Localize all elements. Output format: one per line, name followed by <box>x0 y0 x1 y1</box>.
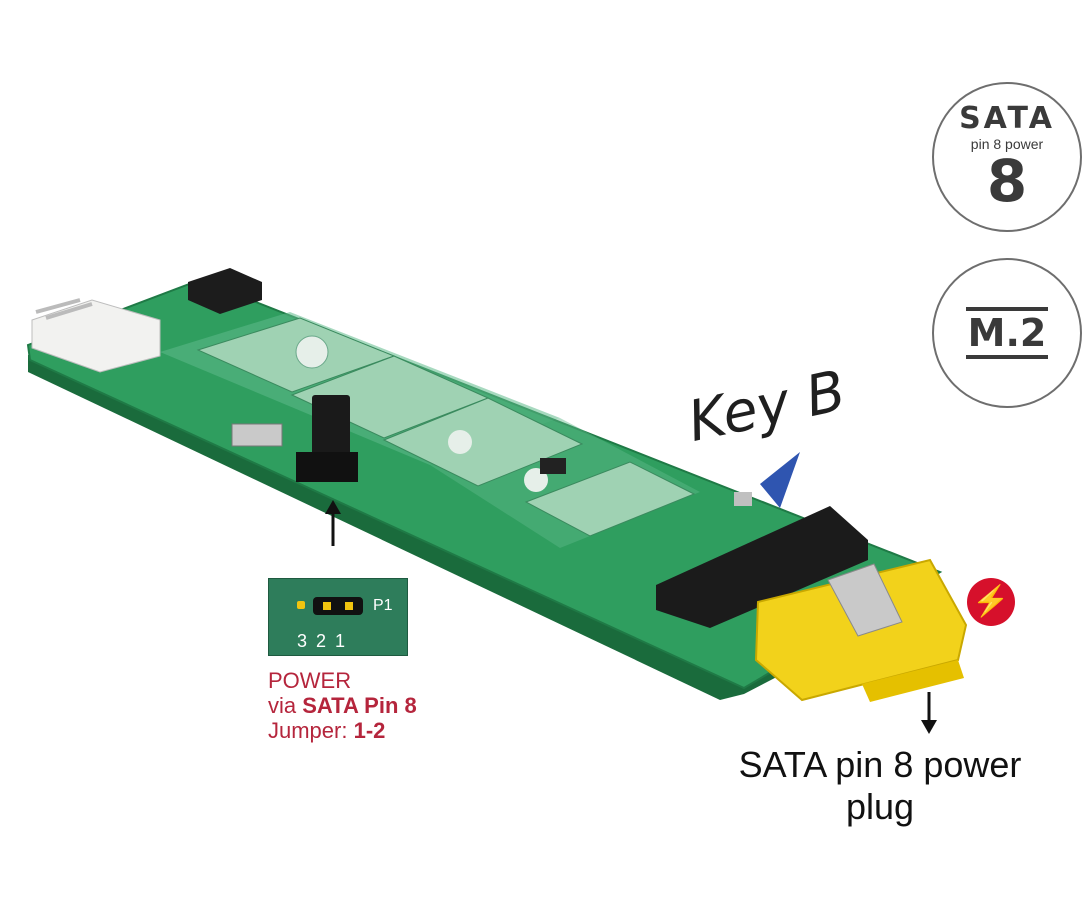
metal-latch <box>827 563 903 637</box>
lightning-icon: ⚡ <box>967 578 1015 626</box>
sata-badge-word: SATA <box>959 101 1055 136</box>
power-line2-prefix: via <box>268 693 303 718</box>
sata-pin8-power-badge: SATA pin 8 power 8 <box>932 82 1082 232</box>
power-description: POWER via SATA Pin 8 Jumper: 1-2 <box>268 668 417 743</box>
jumper-pin-numbers: 3 2 1 <box>297 631 348 651</box>
plug-caption-line2: plug <box>845 786 915 827</box>
m2-slot <box>656 506 868 628</box>
mount-hole-1 <box>448 430 472 454</box>
m2-badge: M.2 <box>932 258 1082 408</box>
plug-caption-line1: SATA pin 8 power <box>738 744 1022 785</box>
pin3-marker <box>297 601 305 609</box>
m2-badge-label: M.2 <box>965 307 1049 359</box>
power-line2: via SATA Pin 8 <box>268 693 417 718</box>
pad-3 <box>382 397 584 487</box>
sata-badge-sub: pin 8 power <box>970 136 1044 152</box>
sata-plug-caption: SATA pin 8 power plug <box>700 744 1060 828</box>
pad-4 <box>524 461 696 537</box>
jumper-header-label: P1 <box>373 597 393 614</box>
key-marker-triangle <box>760 452 800 508</box>
jumper-cap <box>313 597 363 615</box>
power-line2-bold: SATA Pin 8 <box>302 693 417 718</box>
jumper-diagram: P1 3 2 1 <box>268 578 408 656</box>
jumper-header <box>312 395 350 467</box>
power-line3: Jumper: 1-2 <box>268 718 417 743</box>
logo-mark <box>295 335 329 369</box>
switch <box>231 423 283 447</box>
power-line3-bold: 1-2 <box>353 718 386 743</box>
black-chip <box>188 268 262 314</box>
power-line3-prefix: Jumper: <box>268 718 354 743</box>
power-line1: POWER <box>268 668 352 693</box>
white-power-connector <box>31 299 161 373</box>
sata-badge-number: 8 <box>986 147 1028 215</box>
